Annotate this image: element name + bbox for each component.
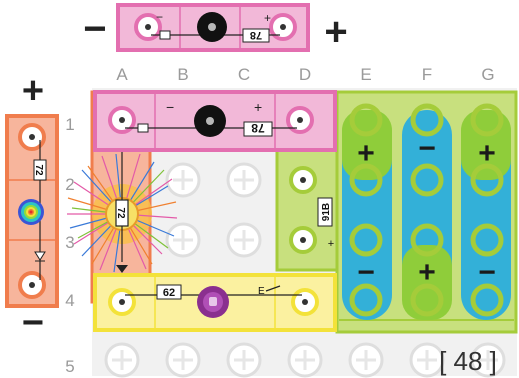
pushbutton-icon (197, 286, 229, 318)
top-small-minus: − (156, 10, 163, 24)
row-label-5: 5 (65, 357, 74, 376)
part-78-code: 78 (251, 121, 265, 135)
grid-socket-cross (173, 170, 193, 190)
top-plus-sign: + (324, 10, 347, 54)
row-label-2: 2 (65, 175, 74, 194)
grid-socket-cross (173, 230, 193, 250)
battery-sign-g-bottom: − (478, 256, 496, 289)
rainbow-led-glow: 72 (67, 135, 178, 273)
row-labels: 1 2 3 4 5 (65, 115, 74, 376)
top-speaker-part: − + 78 − + (83, 3, 348, 54)
battery-sign-e-bottom: − (357, 256, 375, 289)
left-minus-sign: − (22, 302, 44, 344)
grid-socket-cross (478, 350, 498, 370)
column-label-b: B (177, 65, 188, 84)
part-91b: 91B + (275, 148, 339, 272)
column-label-g: G (481, 65, 494, 84)
rainbow-led-icon (18, 199, 44, 225)
part-91b-code: 91B (321, 203, 332, 221)
left-led-part: + − 72 (5, 70, 59, 344)
left-part-code: 72 (33, 164, 44, 176)
grid-socket-cross (173, 350, 193, 370)
row-label-4: 4 (65, 291, 74, 310)
battery-sign-f-bottom: + (418, 256, 436, 289)
part-78-speaker: 78 − + (93, 90, 337, 152)
battery-sign-f-top: − (418, 132, 436, 165)
grid-socket-cross (234, 170, 254, 190)
part-78-plus: + (254, 99, 262, 115)
part-91b-plus: + (328, 238, 334, 250)
column-label-d: D (299, 65, 311, 84)
column-label-e: E (360, 65, 371, 84)
column-label-a: A (116, 65, 128, 84)
part-62-switch-bar: 62 E (93, 273, 337, 332)
grid-socket-cross (234, 350, 254, 370)
grid-socket-cross (295, 350, 315, 370)
speaker-icon (197, 12, 227, 42)
grid-socket-cross (112, 350, 132, 370)
switch-icon: E (258, 285, 281, 297)
grid-socket-cross (417, 350, 437, 370)
part-72-code: 72 (115, 207, 126, 219)
row-label-3: 3 (65, 233, 74, 252)
grid-socket-cross (234, 230, 254, 250)
row-label-1: 1 (65, 115, 74, 134)
battery-holder: + − + − + − (335, 90, 518, 334)
column-label-f: F (422, 65, 432, 84)
left-plus-sign: + (22, 70, 44, 112)
grid-socket-cross (356, 350, 376, 370)
top-part-code: 78 (250, 29, 262, 41)
column-labels: A B C D E F G (116, 65, 494, 84)
switch-label: E (258, 286, 265, 297)
top-minus-sign: − (83, 7, 106, 51)
column-label-c: C (238, 65, 250, 84)
top-small-plus: + (264, 11, 271, 25)
part-78-minus: − (166, 99, 174, 115)
battery-sign-g-top: + (478, 137, 496, 170)
part-62-code: 62 (163, 287, 175, 299)
page-number: [ 48 ] (439, 346, 497, 376)
battery-sign-e-top: + (357, 137, 375, 170)
speaker-icon (194, 105, 226, 137)
